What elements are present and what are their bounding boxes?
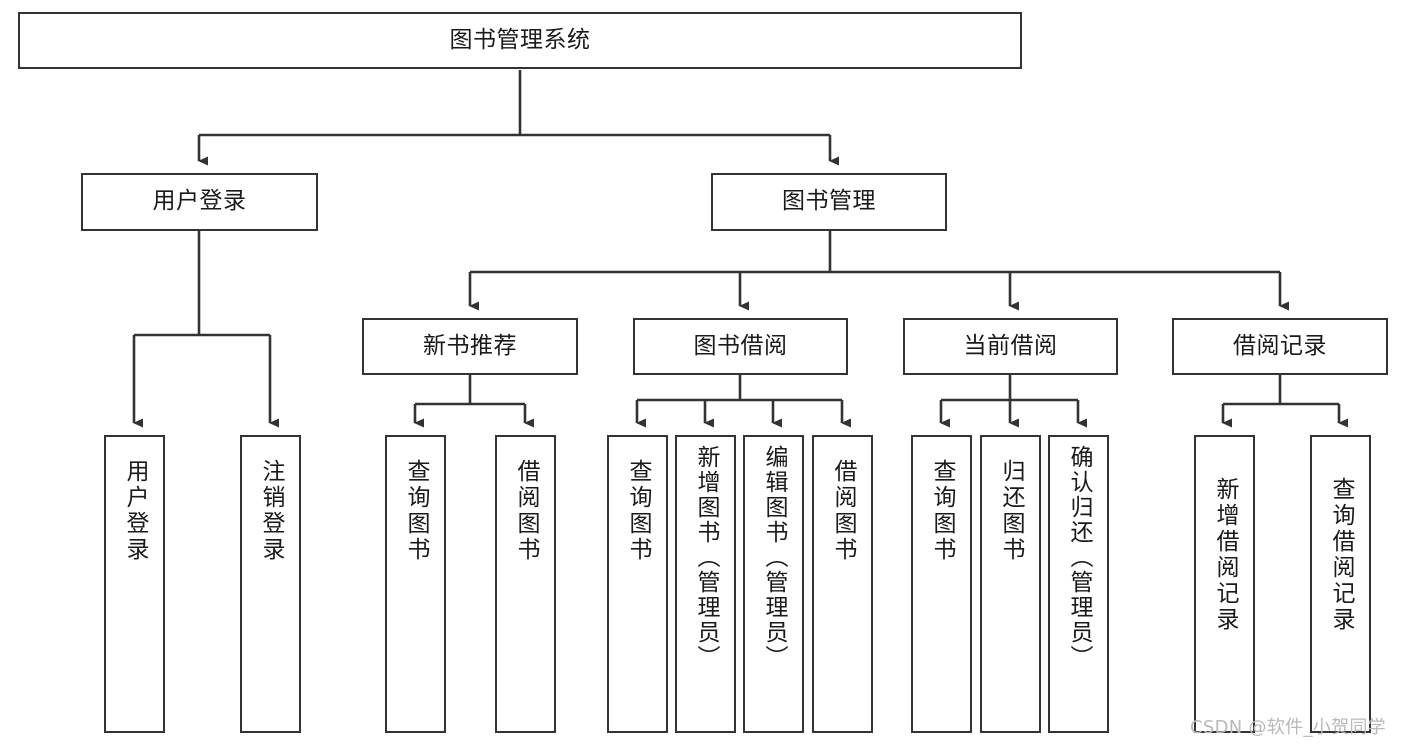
leaf-edit-book[interactable]: 编辑图书（管理员） [743, 435, 804, 733]
node-book-borrow[interactable]: 图书借阅 [633, 318, 848, 375]
leaf-user-logout[interactable]: 注销登录 [240, 435, 301, 733]
node-user-login[interactable]: 用户登录 [81, 173, 318, 231]
node-current-borrow[interactable]: 当前借阅 [903, 318, 1118, 375]
leaf-query-book-3[interactable]: 查询图书 [911, 435, 972, 733]
leaf-query-book-2-label: 查询图书 [625, 459, 651, 563]
leaf-query-record-label: 查询借阅记录 [1328, 477, 1354, 633]
watermark: CSDN @软件_小贺同学 [1190, 717, 1386, 738]
leaf-confirm-return[interactable]: 确认归还（管理员） [1048, 435, 1109, 733]
leaf-user-logout-label: 注销登录 [258, 459, 284, 563]
node-current-borrow-label: 当前借阅 [963, 332, 1058, 359]
leaf-return-book-label: 归还图书 [998, 459, 1024, 563]
leaf-query-book-1-label: 查询图书 [403, 459, 429, 563]
node-root-label: 图书管理系统 [449, 26, 591, 53]
leaf-edit-book-label: 编辑图书（管理员） [761, 445, 787, 670]
node-new-book-recommend-label: 新书推荐 [423, 332, 517, 359]
node-new-book-recommend[interactable]: 新书推荐 [362, 318, 578, 375]
leaf-add-record[interactable]: 新增借阅记录 [1194, 435, 1255, 733]
node-borrow-record-label: 借阅记录 [1233, 332, 1327, 359]
node-root[interactable]: 图书管理系统 [18, 12, 1022, 69]
leaf-query-record[interactable]: 查询借阅记录 [1310, 435, 1371, 733]
node-borrow-record[interactable]: 借阅记录 [1172, 318, 1388, 375]
leaf-user-login[interactable]: 用户登录 [104, 435, 165, 733]
leaf-add-record-label: 新增借阅记录 [1212, 477, 1238, 633]
leaf-add-book-label: 新增图书（管理员） [693, 445, 719, 670]
leaf-borrow-book-2-label: 借阅图书 [830, 459, 856, 563]
leaf-return-book[interactable]: 归还图书 [980, 435, 1041, 733]
leaf-borrow-book-1[interactable]: 借阅图书 [495, 435, 556, 733]
leaf-query-book-2[interactable]: 查询图书 [607, 435, 668, 733]
leaf-query-book-3-label: 查询图书 [929, 459, 955, 563]
node-book-management[interactable]: 图书管理 [711, 173, 947, 231]
node-book-management-label: 图书管理 [782, 188, 876, 215]
leaf-add-book[interactable]: 新增图书（管理员） [675, 435, 736, 733]
leaf-query-book-1[interactable]: 查询图书 [385, 435, 446, 733]
leaf-confirm-return-label: 确认归还（管理员） [1066, 445, 1092, 670]
node-user-login-label: 用户登录 [152, 188, 247, 215]
leaf-borrow-book-2[interactable]: 借阅图书 [812, 435, 873, 733]
leaf-user-login-label: 用户登录 [122, 459, 148, 563]
node-book-borrow-label: 图书借阅 [693, 332, 788, 359]
leaf-borrow-book-1-label: 借阅图书 [513, 459, 539, 563]
